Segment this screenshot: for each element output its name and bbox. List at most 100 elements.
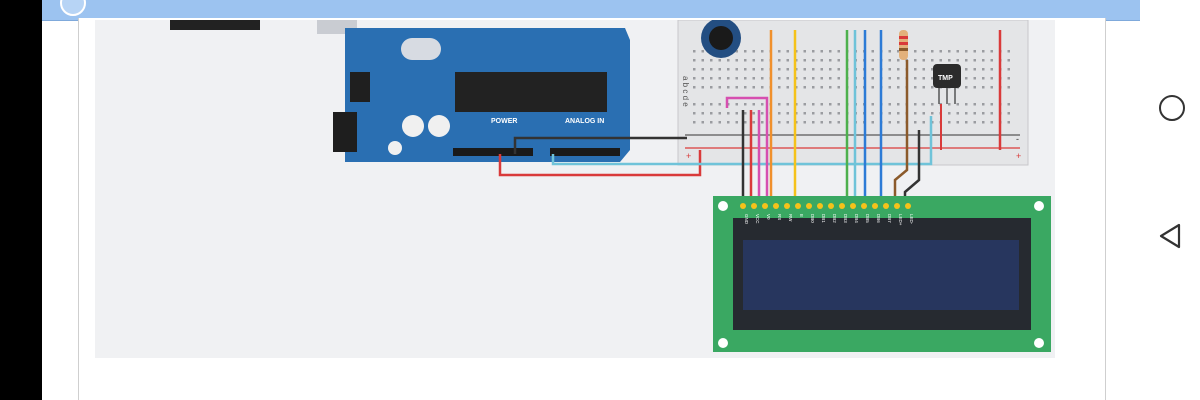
breadboard-hole xyxy=(803,68,806,71)
breadboard-hole xyxy=(812,68,815,71)
breadboard-hole xyxy=(710,77,713,80)
breadboard-hole xyxy=(897,103,900,106)
wires xyxy=(498,30,1002,200)
lcd-pin-label: GND xyxy=(744,214,749,225)
lcd-pin[interactable] xyxy=(751,203,757,209)
breadboard-hole xyxy=(820,50,823,53)
breadboard-hole xyxy=(956,59,959,62)
breadboard-hole xyxy=(752,112,755,115)
lcd-pin[interactable] xyxy=(905,203,911,209)
breadboard-hole xyxy=(973,50,976,53)
breadboard-hole xyxy=(693,59,696,62)
breadboard-hole xyxy=(922,103,925,106)
breadboard-hole xyxy=(701,59,704,62)
breadboard-hole xyxy=(761,112,764,115)
breadboard-hole xyxy=(812,50,815,53)
lcd-pin-label: RS xyxy=(777,214,782,220)
analog-header[interactable] xyxy=(550,148,620,156)
breadboard-hole xyxy=(829,103,832,106)
circle-home-icon[interactable] xyxy=(1159,95,1185,121)
breadboard-hole xyxy=(982,77,985,80)
power-header[interactable] xyxy=(453,148,533,156)
breadboard-hole xyxy=(693,77,696,80)
breadboard-hole xyxy=(1007,59,1010,62)
breadboard-hole xyxy=(718,112,721,115)
breadboard-hole xyxy=(922,112,925,115)
breadboard-hole xyxy=(744,77,747,80)
breadboard-hole xyxy=(735,86,738,89)
lcd-pin[interactable] xyxy=(894,203,900,209)
breadboard-hole xyxy=(693,86,696,89)
breadboard-hole xyxy=(922,59,925,62)
breadboard-hole xyxy=(752,103,755,106)
breadboard-hole xyxy=(948,59,951,62)
lcd-pin[interactable] xyxy=(740,203,746,209)
circuit-canvas[interactable]: POWER ANALOG IN + + - a b c d e xyxy=(95,18,1055,358)
lcd-screen xyxy=(743,240,1019,310)
lcd-pin[interactable] xyxy=(806,203,812,209)
lcd-pin[interactable] xyxy=(883,203,889,209)
breadboard-hole xyxy=(735,50,738,53)
lcd-pin[interactable] xyxy=(762,203,768,209)
lcd-pin-label: DB0 xyxy=(810,214,815,223)
breadboard-hole xyxy=(1007,103,1010,106)
temperature-sensor[interactable]: TMP xyxy=(933,64,961,104)
breadboard-hole xyxy=(778,121,781,124)
lcd-pin[interactable] xyxy=(828,203,834,209)
breadboard-hole xyxy=(956,121,959,124)
breadboard-hole xyxy=(752,68,755,71)
lcd-pin[interactable] xyxy=(817,203,823,209)
resistor[interactable] xyxy=(899,30,908,60)
toolbar-circle-icon[interactable] xyxy=(60,0,86,16)
lcd-module[interactable] xyxy=(713,196,1051,352)
breadboard-hole xyxy=(778,77,781,80)
potentiometer[interactable] xyxy=(701,18,741,58)
system-navigation-bar xyxy=(1144,0,1200,400)
lcd-pin[interactable] xyxy=(839,203,845,209)
breadboard-hole xyxy=(1007,86,1010,89)
breadboard-hole xyxy=(948,121,951,124)
breadboard-hole xyxy=(888,103,891,106)
breadboard-hole xyxy=(837,103,840,106)
breadboard-hole xyxy=(744,112,747,115)
breadboard-hole xyxy=(914,50,917,53)
breadboard-hole xyxy=(888,121,891,124)
breadboard-hole xyxy=(812,77,815,80)
breadboard-hole xyxy=(701,103,704,106)
breadboard-hole xyxy=(803,121,806,124)
breadboard-hole xyxy=(778,86,781,89)
breadboard-hole xyxy=(914,121,917,124)
voltage-regulator xyxy=(350,72,370,102)
breadboard-hole xyxy=(803,112,806,115)
lcd-pin[interactable] xyxy=(773,203,779,209)
breadboard-hole xyxy=(710,86,713,89)
power-label: POWER xyxy=(491,118,517,125)
lcd-pin[interactable] xyxy=(861,203,867,209)
lcd-pin-label: DB7 xyxy=(887,214,892,223)
triangle-back-icon[interactable] xyxy=(1157,222,1183,250)
breadboard-hole xyxy=(982,50,985,53)
lcd-pin[interactable] xyxy=(795,203,801,209)
breadboard-hole xyxy=(956,112,959,115)
breadboard-hole xyxy=(786,112,789,115)
arduino-board[interactable]: POWER ANALOG IN xyxy=(333,28,630,162)
breadboard-hole xyxy=(820,112,823,115)
lcd-pin[interactable] xyxy=(850,203,856,209)
row-letters-left: a b c d e xyxy=(681,76,690,107)
circuit-diagram: POWER ANALOG IN + + - a b c d e xyxy=(170,18,1051,352)
breadboard-hole xyxy=(990,86,993,89)
breadboard-hole xyxy=(710,103,713,106)
breadboard-hole xyxy=(718,68,721,71)
breadboard-hole xyxy=(727,77,730,80)
microcontroller-chip xyxy=(455,72,607,112)
breadboard-hole xyxy=(965,77,968,80)
lcd-pin[interactable] xyxy=(872,203,878,209)
breadboard-hole xyxy=(735,112,738,115)
breadboard-hole xyxy=(973,121,976,124)
capacitor-2 xyxy=(428,115,450,137)
breadboard-hole xyxy=(888,59,891,62)
lcd-pin-label: DB2 xyxy=(832,214,837,223)
breadboard-hole xyxy=(803,59,806,62)
lcd-pin[interactable] xyxy=(784,203,790,209)
breadboard-hole xyxy=(922,50,925,53)
